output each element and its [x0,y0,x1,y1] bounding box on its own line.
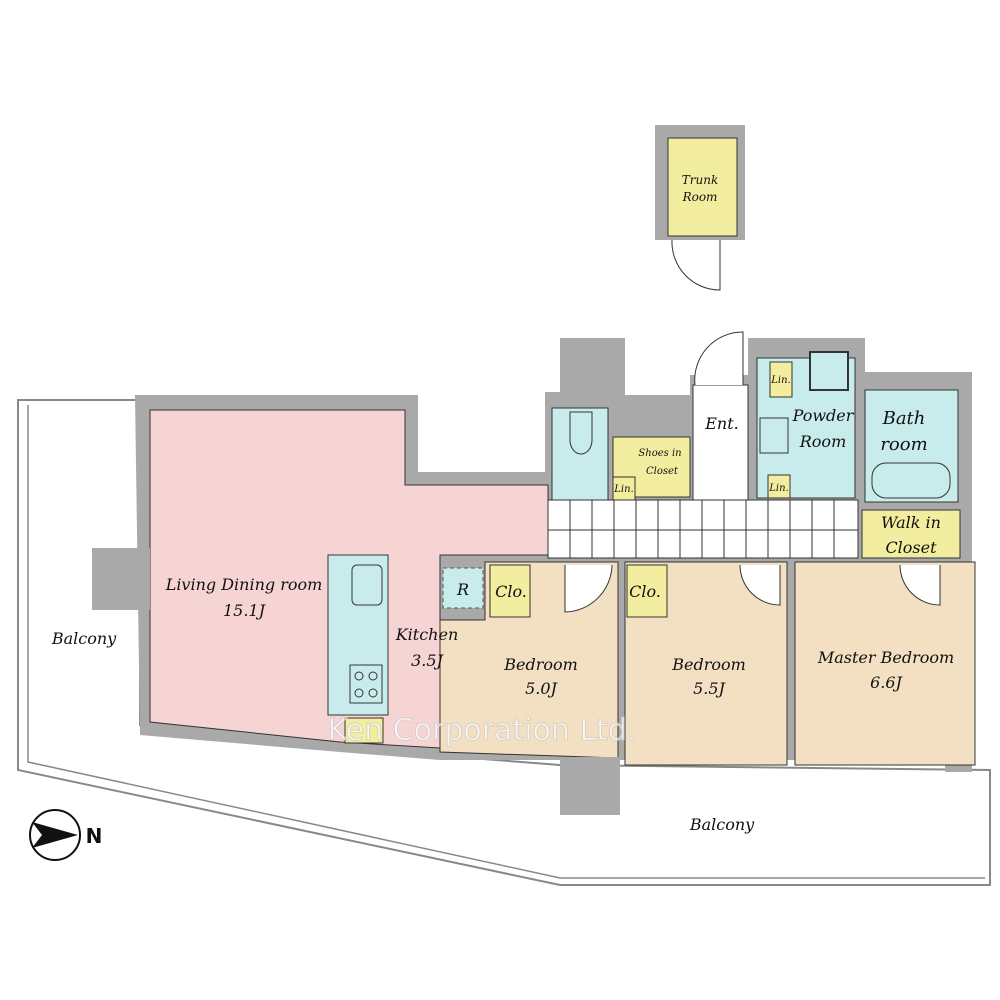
hallway [547,499,859,559]
sink-icon [351,564,383,606]
compass-icon: N [29,809,103,861]
closet-2-label: Clo. [629,582,661,601]
walk-in-closet [861,509,961,559]
stove-icon [349,664,383,704]
walk-in-closet-label: Walk in [881,513,941,532]
entrance [692,384,749,501]
bath-room-label-2: room [880,434,927,455]
closet-1-label: Clo. [495,582,527,601]
bedroom-2-size: 5.5J [693,679,726,698]
linen-closet-powder-top [769,361,793,398]
entrance-door [694,331,744,386]
linen-label: Lin. [613,484,633,495]
linen-label-3: Lin. [768,483,788,494]
bathtub-icon [871,462,951,499]
linen-label-2: Lin. [770,375,790,386]
linen-closet-powder-bottom [767,474,791,499]
master-bedroom-size: 6.6J [870,673,903,692]
kitchen-label: Kitchen [395,625,459,644]
closet-1 [489,564,531,618]
master-bedroom-label: Master Bedroom [817,648,954,667]
compass-north-label: N [86,824,103,848]
kitchen-size: 3.5J [411,651,444,670]
living-dining-size: 15.1J [223,601,267,620]
bedroom-1-size: 5.0J [525,679,558,698]
living-dining-label: Living Dining room [165,575,323,594]
pillar [560,757,620,815]
walk-in-closet-label-2: Closet [885,538,937,557]
balcony-south-label: Balcony [689,815,755,834]
powder-room-label-2: Room [799,432,846,451]
closet-2 [626,564,668,618]
trunk-room-label: Trunk [682,173,718,187]
balcony-rail [27,405,985,879]
fridge-label: R [456,580,469,599]
bedroom-1-label: Bedroom [503,655,578,674]
master-bedroom [794,561,976,766]
balcony-west-label: Balcony [51,629,117,648]
trunk-room-label-2: Room [682,190,718,204]
shoes-closet-label-2: Closet [646,466,679,477]
toilet-icon [569,411,593,455]
washing-machine-icon [809,351,849,391]
pillar [92,548,150,610]
shoes-closet-label: Shoes in [638,448,681,459]
bath-room-label: Bath [882,408,926,429]
trunk-room: Trunk Room [655,125,745,291]
linen-closet [612,476,636,501]
bedroom-2-label: Bedroom [671,655,746,674]
powder-room-label: Powder [792,406,855,425]
watermark: Ken Corporation Ltd. [328,713,637,748]
fridge-space [442,567,484,609]
entrance-label: Ent. [704,414,739,433]
